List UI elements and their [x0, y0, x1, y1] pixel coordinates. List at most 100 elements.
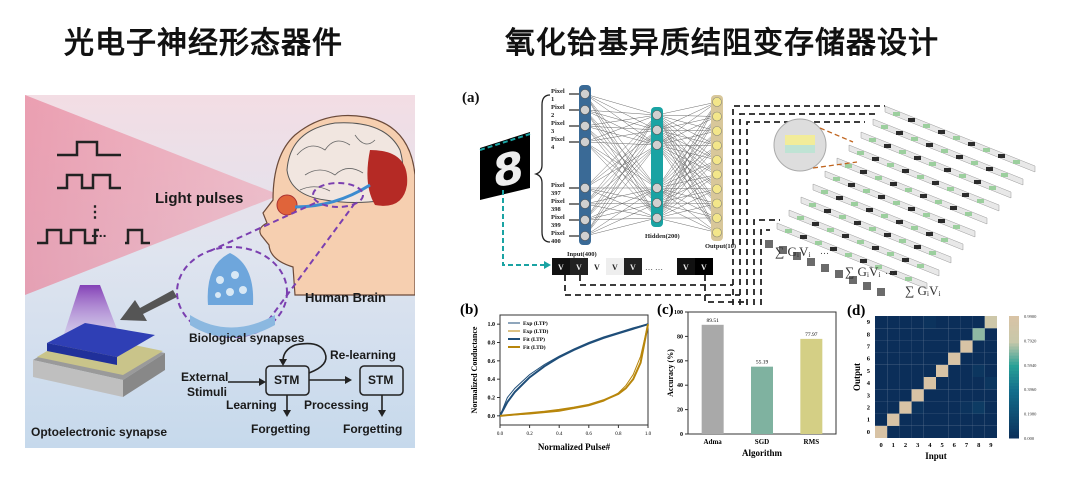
- colorbar-segment: [1009, 422, 1019, 427]
- colorbar-segment: [1009, 352, 1019, 357]
- memristor-cell: [899, 239, 906, 243]
- colorbar-segment: [1009, 377, 1019, 381]
- heatmap-cell: [972, 340, 985, 353]
- connection-line: [584, 129, 658, 237]
- heatmap-cell: [923, 413, 936, 426]
- bar-rms: [800, 338, 823, 434]
- routing-line: [760, 229, 770, 305]
- uv-light-cone: [63, 285, 120, 337]
- pixel-index: 398: [551, 206, 562, 213]
- heatmap-cell: [984, 364, 997, 377]
- connection-line: [584, 129, 658, 143]
- input-neuron: [580, 89, 590, 99]
- colorbar-segment: [1009, 389, 1019, 393]
- voltage-cell: [624, 258, 642, 275]
- pixel-label: Pixel: [551, 230, 565, 237]
- heatmap-cell: [972, 364, 985, 377]
- memristor-cell: [905, 277, 912, 281]
- memristor-cell: [935, 200, 942, 204]
- heatmap-cell: [984, 316, 997, 329]
- memristor-cell: [938, 219, 945, 223]
- connection-line: [656, 202, 718, 204]
- x-tick-label: Adma: [704, 438, 723, 446]
- heatmap-cell: [948, 352, 961, 365]
- connection-line: [656, 187, 718, 204]
- routing-line: [753, 219, 780, 305]
- connection-line: [584, 141, 658, 189]
- voltage-label: V: [558, 263, 564, 272]
- pixel-index: 3: [551, 128, 555, 135]
- heatmap-cell: [923, 389, 936, 402]
- colorbar-segment: [1009, 355, 1019, 360]
- heatmap-cell: [948, 389, 961, 402]
- connection-line: [584, 129, 658, 221]
- hidden-neuron: [652, 183, 662, 193]
- output-neuron: [712, 198, 722, 209]
- human-brain-label: Human Brain: [305, 290, 386, 305]
- heatmap-cell: [875, 377, 888, 390]
- memristor-cell: [857, 240, 864, 244]
- vesicles: [215, 271, 247, 298]
- memristor-cell: [893, 112, 900, 116]
- connection-line: [584, 144, 658, 189]
- visual-cortex: [367, 150, 408, 206]
- memristor-cell: [893, 201, 900, 205]
- heatmap-cell: [936, 389, 949, 402]
- heatmap-cell: [972, 377, 985, 390]
- memristor-cell: [941, 238, 948, 242]
- memristor-cell: [908, 207, 915, 211]
- memristor-cell: [896, 131, 903, 135]
- heatmap-cell: [911, 389, 924, 402]
- heatmap-cell: [984, 340, 997, 353]
- heatmap-cell: [984, 401, 997, 414]
- output-neuron: [712, 140, 722, 151]
- heatmap-cell: [960, 364, 973, 377]
- hidden-neuron: [652, 140, 662, 150]
- colorbar-tick-label: 0.000: [1024, 436, 1035, 441]
- colorbar-segment: [1009, 401, 1019, 405]
- memristor-cell: [905, 188, 912, 192]
- memristor-cell: [869, 138, 876, 142]
- memristor-cell: [971, 161, 978, 165]
- connection-line: [584, 141, 658, 219]
- memristor-cell: [830, 247, 837, 251]
- y-tick-label: 0.2: [488, 396, 496, 402]
- memristor-cell: [812, 222, 819, 226]
- connection-line: [656, 145, 718, 219]
- colorbar-segment: [1009, 343, 1019, 347]
- stm-box-2: [359, 365, 404, 396]
- biological-synapses-label: Biological synapses: [189, 331, 305, 345]
- connection-line: [656, 101, 718, 219]
- hidden-neuron: [652, 198, 662, 208]
- heatmap-cell: [899, 352, 912, 365]
- input-neuron: [580, 121, 590, 131]
- connection-line: [584, 202, 658, 205]
- heatmap-cell: [936, 340, 949, 353]
- colorbar-segment: [1009, 331, 1019, 335]
- heatmap-cell: [960, 413, 973, 426]
- connection-line: [584, 93, 658, 219]
- connection-line: [656, 187, 718, 233]
- routing-line: [579, 275, 733, 286]
- input-neuron: [580, 215, 590, 225]
- y-tick-label: 6: [867, 356, 871, 363]
- colorbar-segment: [1009, 328, 1019, 332]
- connection-line: [584, 114, 658, 127]
- heatmap-cell: [887, 328, 900, 341]
- connection-line: [656, 187, 718, 190]
- colorbar-segment: [1009, 370, 1019, 375]
- pulse-dots: ⋮: [87, 204, 103, 221]
- pixel-label: Pixel: [551, 88, 565, 95]
- synaptic-cleft: [190, 315, 275, 338]
- y-tick-label: 1.0: [488, 322, 496, 328]
- connection-line: [584, 187, 658, 221]
- x-tick-label: 4: [928, 442, 932, 449]
- column-terminal: [835, 270, 843, 278]
- input-layer-label: Input(400): [567, 251, 597, 258]
- heatmap-cell: [936, 352, 949, 365]
- heatmap-cell: [887, 389, 900, 402]
- x-tick-label: 8: [977, 442, 981, 449]
- heatmap-cell: [960, 352, 973, 365]
- memristor-cell: [926, 143, 933, 147]
